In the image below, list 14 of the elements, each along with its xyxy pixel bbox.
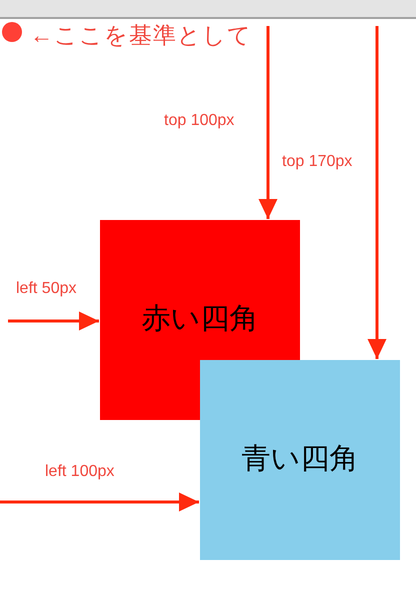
square-label: 青い四角 [242, 444, 358, 476]
arrow [8, 312, 99, 330]
square-panel [100, 220, 300, 420]
edge-label: top 100px [164, 112, 234, 130]
origin-dot [2, 22, 22, 42]
arrow [368, 26, 386, 359]
square-label: 赤い四角 [142, 304, 258, 336]
edge-label: top 170px [282, 153, 352, 172]
square-panel [200, 360, 400, 560]
arrow [258, 26, 278, 219]
edge-label: left 100px [45, 463, 114, 482]
arrow [0, 492, 199, 512]
edge-label: left 50px [16, 280, 76, 298]
origin-caption: ←ここを基準として [30, 22, 252, 48]
